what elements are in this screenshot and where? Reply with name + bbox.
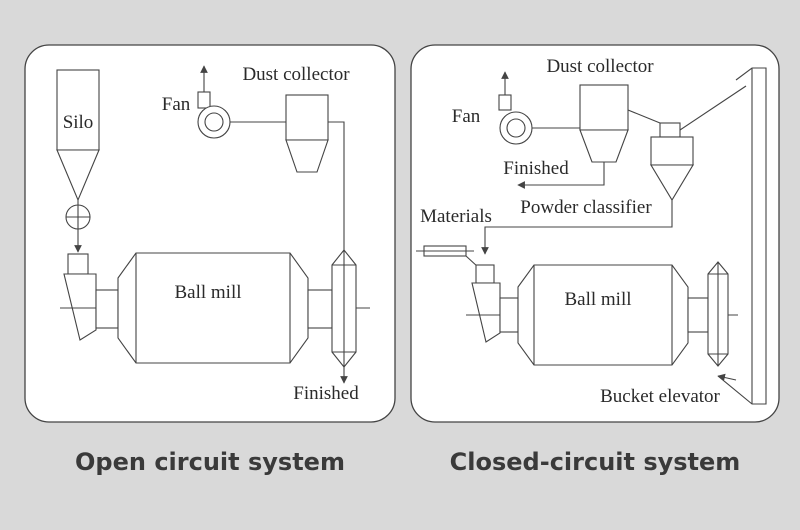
- air-duct: [328, 121, 345, 250]
- silo-label: Silo: [63, 112, 94, 133]
- ball-mill-label-closed: Ball mill: [564, 289, 631, 310]
- dust-collector-label-closed: Dust collector: [546, 56, 654, 77]
- finished-label: Finished: [293, 383, 359, 404]
- ball-mill-label: Ball mill: [174, 282, 241, 303]
- ball-mill-closed: Ball mill: [466, 264, 738, 366]
- closed-circuit-panel: Dust collector Fan Finished Powder class…: [410, 44, 780, 423]
- powder-classifier: [650, 122, 694, 202]
- feeder-valve-icon: [65, 204, 91, 230]
- open-circuit-caption: Open circuit system: [75, 448, 345, 476]
- finished-arrow-closed: [517, 162, 605, 189]
- powder-classifier-label: Powder classifier: [520, 197, 652, 218]
- materials-label: Materials: [420, 206, 492, 227]
- bucket-elevator-label: Bucket elevator: [600, 386, 720, 407]
- ball-mill: Ball mill: [60, 252, 370, 364]
- feed-inlet-closed: [471, 264, 501, 343]
- feed-inlet: [63, 253, 97, 341]
- dust-collector-label: Dust collector: [242, 64, 350, 85]
- fan-label-closed: Fan: [452, 106, 481, 127]
- fan-label: Fan: [162, 94, 191, 115]
- coarse-return-line: [481, 200, 673, 255]
- silo: Silo: [56, 69, 100, 202]
- finished-label-closed: Finished: [503, 158, 569, 179]
- dust-collector-closed: Dust collector: [546, 56, 654, 163]
- dust-collector: Dust collector: [242, 64, 350, 173]
- bucket-elevator: [679, 67, 767, 405]
- discharge-unit: [331, 249, 357, 368]
- discharge-unit-closed: [707, 261, 729, 367]
- closed-circuit-caption: Closed-circuit system: [449, 448, 741, 476]
- open-circuit-panel: Silo Ball mill: [24, 44, 396, 423]
